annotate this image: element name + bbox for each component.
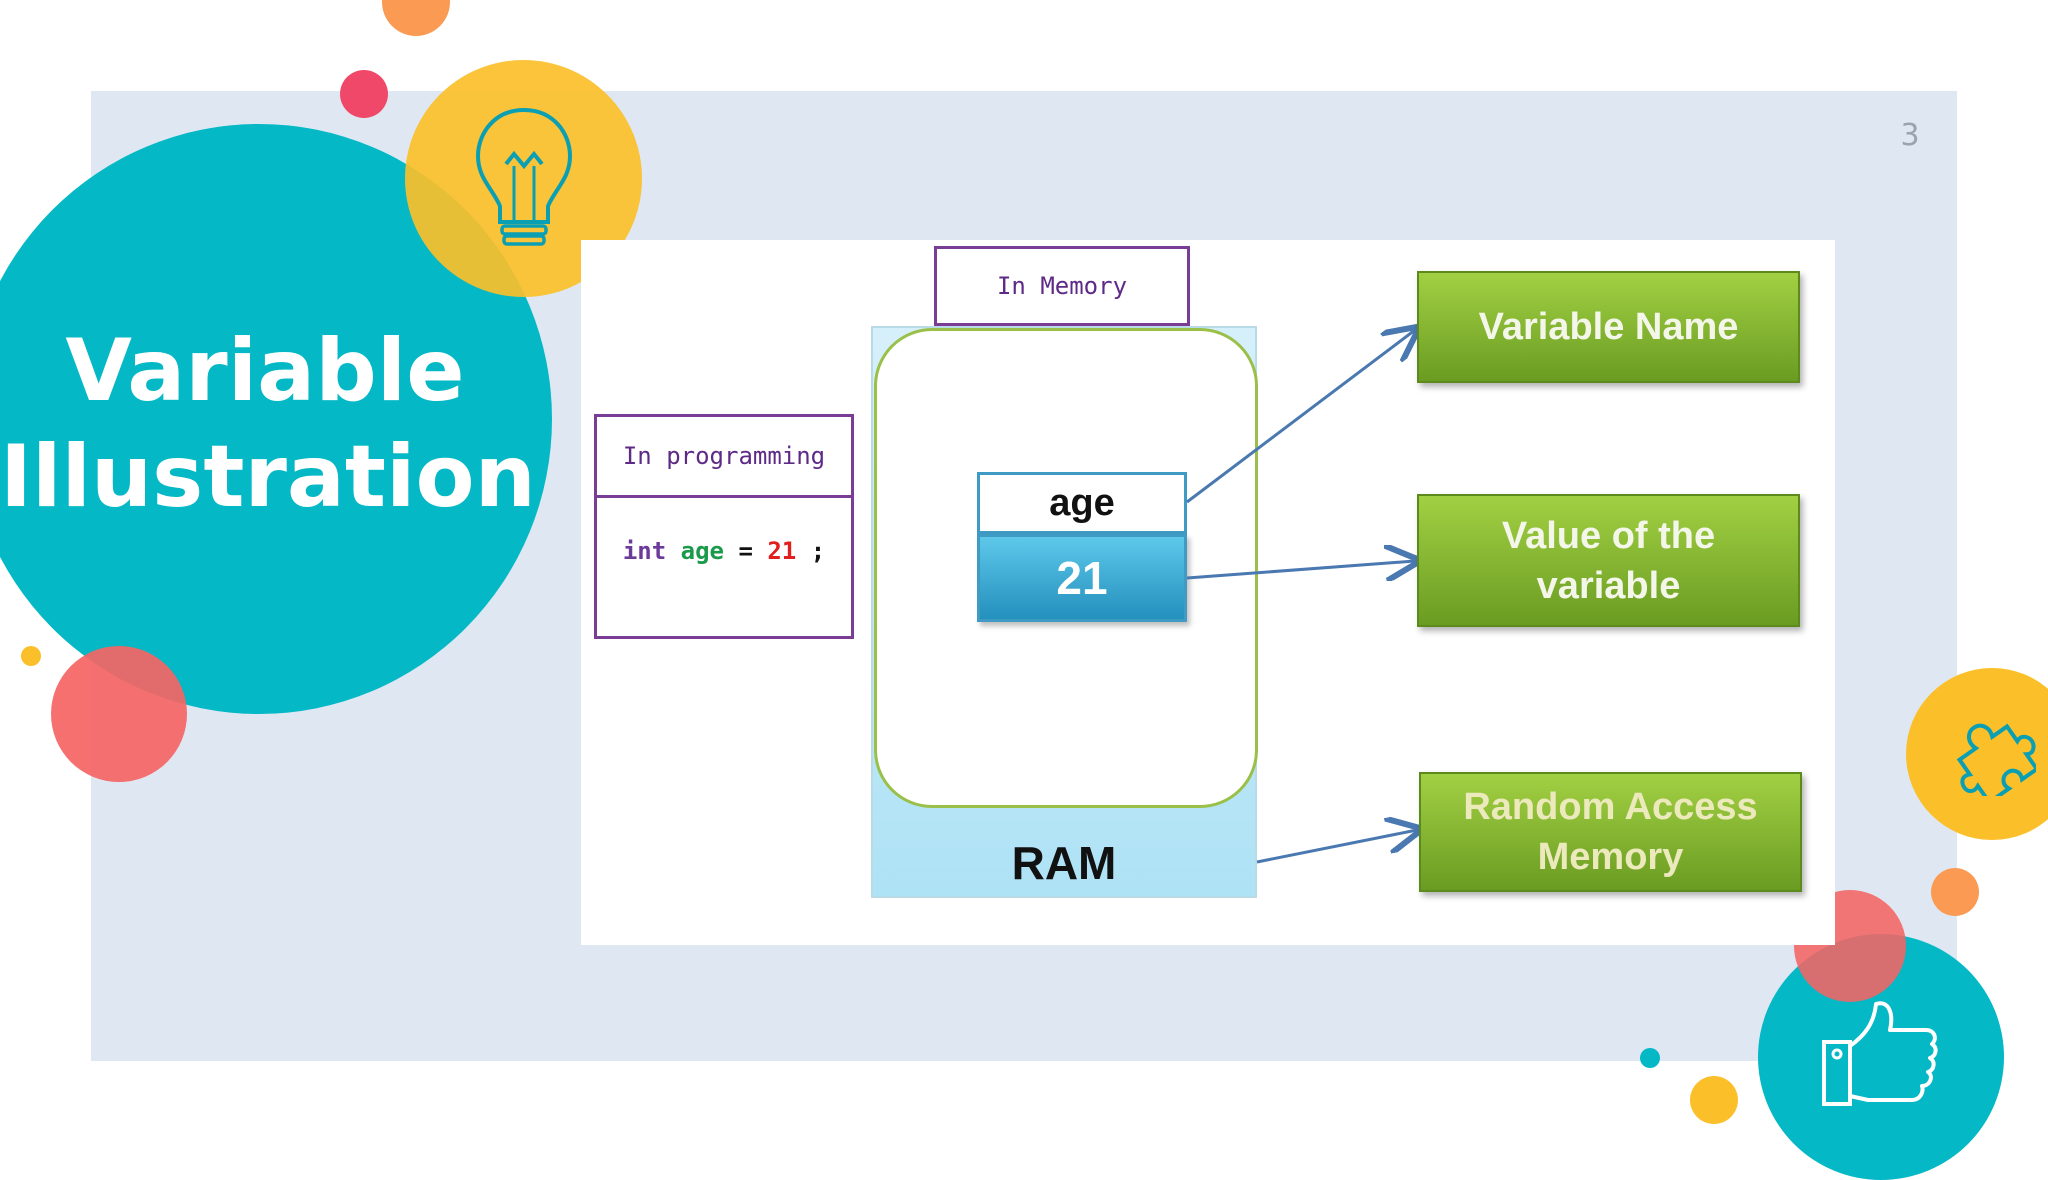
variable-value-cell: 21 <box>977 534 1187 622</box>
slide-title-line2: Illustration <box>0 427 536 527</box>
deco-dot-yellow-bottom <box>1690 1076 1738 1124</box>
variable-name-callout-text: Variable Name <box>1478 306 1739 348</box>
deco-dot-teal-bottom <box>1640 1048 1660 1068</box>
code-equals: = <box>738 537 753 565</box>
variable-name-cell: age <box>977 472 1187 534</box>
slide-title-line1: Variable <box>65 321 465 421</box>
code-name: age <box>680 537 724 565</box>
variable-value-callout-line1: Value of the <box>1501 514 1716 557</box>
arrow-to-ram-description <box>1256 830 1417 864</box>
deco-dot-yellow-left <box>21 646 41 666</box>
thumbs-up-icon <box>1820 996 1944 1114</box>
in-programming-label: In programming <box>597 417 851 498</box>
variable-value-callout-line2: variable <box>1536 564 1681 607</box>
code-value: 21 <box>767 537 797 565</box>
connector-arrows <box>1186 0 2048 864</box>
ram-label: RAM <box>1011 837 1117 889</box>
programming-box: In programming int age = 21 ; <box>594 414 854 639</box>
slide-title: Variable Illustration <box>0 318 536 530</box>
arrow-to-variable-value <box>1186 561 1415 578</box>
arrow-to-variable-name <box>1186 330 1415 504</box>
deco-circle-pink-small <box>340 70 388 118</box>
variable-name-callout: Variable Name <box>1417 271 1800 383</box>
variable-value-callout: Value of the variable <box>1417 494 1800 627</box>
code-line: int age = 21 ; <box>597 537 851 565</box>
page-number: 3 <box>1900 118 1920 153</box>
code-type: int <box>622 537 667 565</box>
deco-circle-coral-left <box>51 646 187 782</box>
puzzle-icon <box>1950 710 2036 796</box>
lightbulb-icon <box>470 104 578 254</box>
code-terminator: ; <box>810 537 826 565</box>
ram-description-line2: Memory <box>1537 836 1684 878</box>
deco-dot-orange-right <box>1931 868 1979 916</box>
ram-description-line1: Random Access <box>1463 786 1758 828</box>
ram-description-callout: Random Access Memory <box>1419 772 1802 892</box>
in-memory-label: In Memory <box>934 246 1190 326</box>
